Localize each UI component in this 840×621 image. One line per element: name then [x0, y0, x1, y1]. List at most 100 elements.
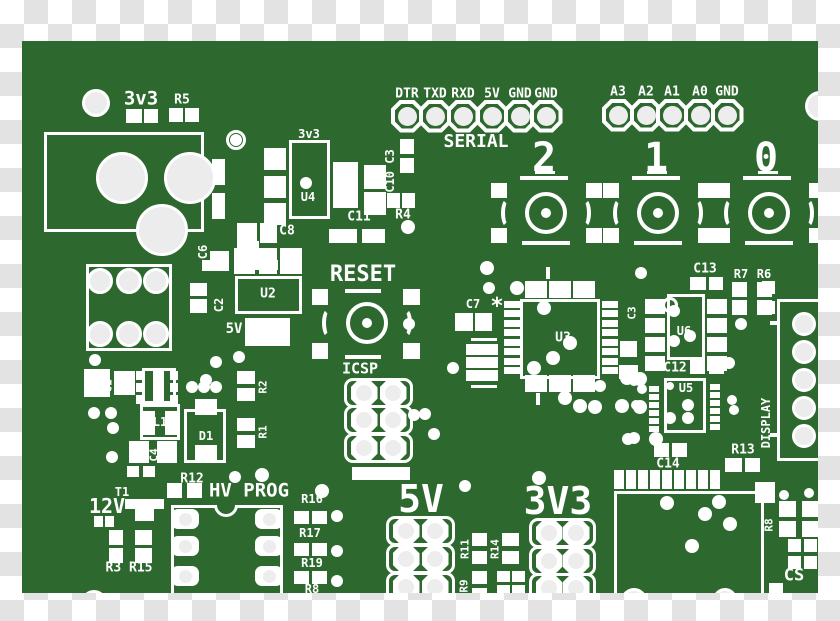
smd-pad — [504, 358, 520, 365]
smd-pad — [762, 301, 775, 314]
silk-display: DISPLAY — [759, 397, 773, 449]
smd-pad — [602, 348, 618, 355]
smd-pad — [645, 299, 665, 314]
silk-c4: C4 — [147, 448, 161, 462]
smd-pad — [586, 183, 602, 198]
smd-pad — [109, 530, 123, 545]
component-outline — [667, 294, 705, 360]
silk-line — [535, 171, 555, 174]
analog-pin-gnd: GND — [715, 84, 739, 100]
smd-pad — [779, 501, 796, 517]
via — [660, 496, 674, 510]
smd-pad — [602, 320, 618, 327]
silk-5v-u2: 5V — [225, 321, 243, 337]
smd-pad — [602, 310, 618, 317]
silk-r7: R7 — [733, 267, 749, 281]
via — [594, 380, 606, 392]
smd-pad — [114, 371, 135, 395]
smd-pad — [602, 301, 618, 308]
smd-pad — [165, 411, 177, 435]
smd-pad — [153, 371, 164, 401]
silk-r17: R17 — [299, 526, 321, 540]
smd-pad — [804, 539, 817, 552]
drill-hole — [96, 152, 148, 204]
smd-pad — [710, 408, 720, 414]
silk-c12: C12 — [663, 360, 687, 376]
smd-pad — [504, 367, 520, 374]
pin-hole — [385, 385, 401, 401]
via — [684, 330, 696, 342]
smd-pad — [312, 571, 327, 584]
smd-pad — [549, 281, 571, 298]
silk-c3: C3 — [625, 306, 639, 320]
via — [685, 539, 699, 553]
smd-pad — [755, 482, 775, 503]
silk-r3-r15: R3 R15 — [105, 560, 153, 576]
smd-pad — [195, 445, 217, 461]
smd-pad — [788, 556, 801, 569]
silk-c11: C11 — [347, 209, 371, 225]
button-center — [362, 318, 372, 328]
via — [615, 399, 629, 413]
pin-hole — [427, 551, 443, 567]
button-ring — [346, 302, 388, 344]
pin-hole — [385, 412, 401, 428]
via — [727, 395, 737, 405]
smd-pad — [472, 588, 487, 593]
pin-hole — [262, 512, 276, 526]
pin-hole — [717, 105, 737, 125]
smd-pad — [549, 375, 571, 392]
component-outline — [86, 264, 172, 351]
pin-hole — [636, 105, 656, 125]
via — [779, 490, 789, 500]
sd-contact-pad — [710, 470, 720, 489]
silk-r16: R16 — [301, 492, 323, 506]
silk-line — [758, 171, 778, 174]
silk-r8-left: R8 — [304, 582, 320, 593]
drill-hole — [136, 204, 188, 256]
via — [233, 351, 245, 363]
smd-pad — [237, 418, 255, 431]
analog-pin-a0: A0 — [692, 84, 708, 100]
via — [480, 261, 494, 275]
smd-pad — [762, 281, 775, 294]
pin-hole — [510, 106, 530, 126]
silk-u1: U1 — [152, 379, 166, 393]
smd-pad — [709, 360, 724, 374]
silk-line — [471, 385, 497, 388]
silk-line — [745, 241, 793, 245]
button-ring — [637, 192, 679, 234]
silk-reset: RESET — [329, 262, 397, 287]
header-row-outline — [529, 573, 596, 593]
button-center — [653, 208, 663, 218]
smd-pad — [362, 229, 385, 243]
sd-contact-pad — [650, 470, 660, 489]
smd-pad — [237, 371, 255, 384]
smd-pad — [809, 228, 818, 243]
silk-hv-prog: HV PROG — [208, 479, 290, 502]
pin-hole — [482, 106, 502, 126]
button-bracket-right — [577, 198, 591, 228]
silk-u3: U3 — [555, 330, 571, 346]
pin-hole — [356, 385, 372, 401]
component-outline — [664, 378, 706, 433]
pin-hole — [356, 412, 372, 428]
smd-pad — [472, 571, 487, 584]
smd-pad — [709, 277, 723, 290]
silk-r4: R4 — [395, 207, 411, 223]
button-ring — [525, 192, 567, 234]
smd-pad — [403, 289, 420, 305]
smd-pad — [202, 260, 215, 271]
smd-pad — [714, 183, 730, 198]
smd-pad — [263, 260, 278, 270]
pin1-marker — [226, 130, 246, 150]
silk-r8-right: R8 — [762, 518, 776, 532]
smd-pad — [654, 443, 669, 457]
serial-pin-rxd: RXD — [451, 86, 475, 102]
smd-pad — [190, 299, 207, 313]
port-2: 2 — [531, 135, 557, 181]
smd-pad — [602, 367, 618, 374]
smd-pad — [698, 183, 714, 198]
silk-c7: C7 — [465, 297, 481, 311]
drill-hole — [792, 312, 816, 336]
